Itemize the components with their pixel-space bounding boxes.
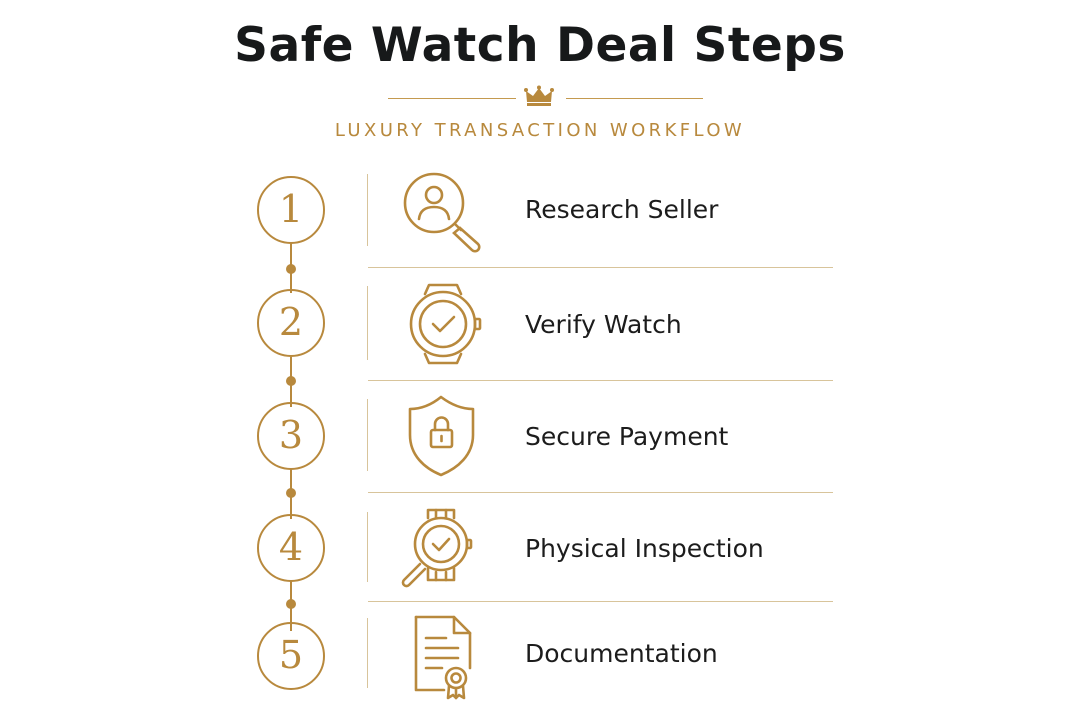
connector-dot xyxy=(286,376,296,386)
step-number-badge: 5 xyxy=(257,622,325,690)
step-label: Physical Inspection xyxy=(525,534,764,563)
connector-dot xyxy=(286,488,296,498)
step-number-badge: 4 xyxy=(257,514,325,582)
step-label: Documentation xyxy=(525,639,718,668)
row-divider xyxy=(368,492,833,493)
row-divider xyxy=(368,267,833,268)
page-subtitle: LUXURY TRANSACTION WORKFLOW xyxy=(334,120,746,141)
step-divider xyxy=(367,512,368,582)
title-divider-right xyxy=(566,98,703,99)
page-title: Safe Watch Deal Steps xyxy=(234,18,846,73)
step-number-badge: 2 xyxy=(257,289,325,357)
person-magnifier-icon xyxy=(398,170,488,256)
shield-lock-icon xyxy=(398,393,488,479)
connector-dot xyxy=(286,599,296,609)
step-divider xyxy=(367,399,368,471)
crown-icon xyxy=(523,85,555,107)
step-label: Secure Payment xyxy=(525,422,729,451)
row-divider xyxy=(368,601,833,602)
document-seal-icon xyxy=(398,612,488,700)
step-number-badge: 3 xyxy=(257,402,325,470)
step-divider xyxy=(367,174,368,246)
watch-magnifier-icon xyxy=(398,502,488,588)
row-divider xyxy=(368,380,833,381)
watch-check-icon xyxy=(398,281,488,367)
step-label: Verify Watch xyxy=(525,310,682,339)
step-label: Research Seller xyxy=(525,195,719,224)
title-divider-left xyxy=(388,98,516,99)
step-divider xyxy=(367,286,368,360)
step-number-badge: 1 xyxy=(257,176,325,244)
connector-dot xyxy=(286,264,296,274)
step-divider xyxy=(367,618,368,688)
